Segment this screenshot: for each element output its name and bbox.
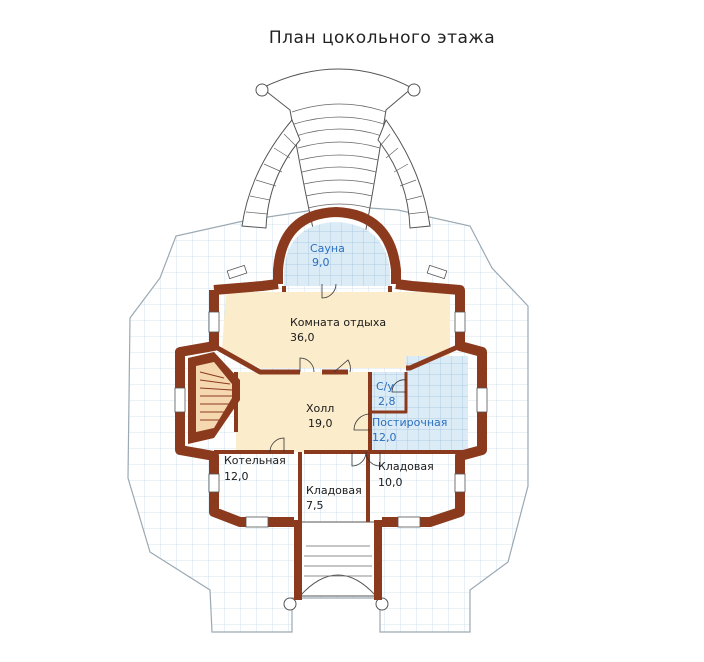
- room-area-hall: 19,0: [308, 417, 333, 430]
- internal-staircase: [188, 352, 240, 444]
- room-name-boiler: Котельная: [224, 454, 286, 467]
- hall-floor: [236, 372, 370, 452]
- lounge-floor: [222, 292, 450, 368]
- page-title: План цокольного этажа: [268, 28, 496, 48]
- lower-staircase: [283, 520, 389, 611]
- room-area-sauna: 9,0: [312, 256, 330, 269]
- room-name-lounge: Комната отдыха: [290, 316, 386, 329]
- laundry-floor-lower: [370, 412, 406, 452]
- sauna-floor: [284, 222, 390, 286]
- room-area-lounge: 36,0: [290, 331, 315, 344]
- room-name-hall: Холл: [306, 402, 334, 415]
- room-name-pantry-large: Кладовая: [378, 460, 434, 473]
- upper-staircase: [241, 68, 431, 251]
- room-name-laundry: Постирочная: [372, 416, 447, 429]
- room-area-pantry-small: 7,5: [306, 499, 324, 512]
- room-area-pantry-large: 10,0: [378, 476, 403, 489]
- room-area-laundry: 12,0: [372, 431, 397, 444]
- room-area-boiler: 12,0: [224, 470, 249, 483]
- room-name-wc: С/у: [376, 380, 394, 393]
- room-name-sauna: Сауна: [310, 242, 345, 255]
- room-name-pantry-small: Кладовая: [306, 484, 362, 497]
- laundry-floor: [406, 356, 468, 452]
- windows: [174, 264, 488, 528]
- doors: [269, 283, 407, 467]
- room-area-wc: 2,8: [378, 395, 396, 408]
- walls: [175, 207, 487, 527]
